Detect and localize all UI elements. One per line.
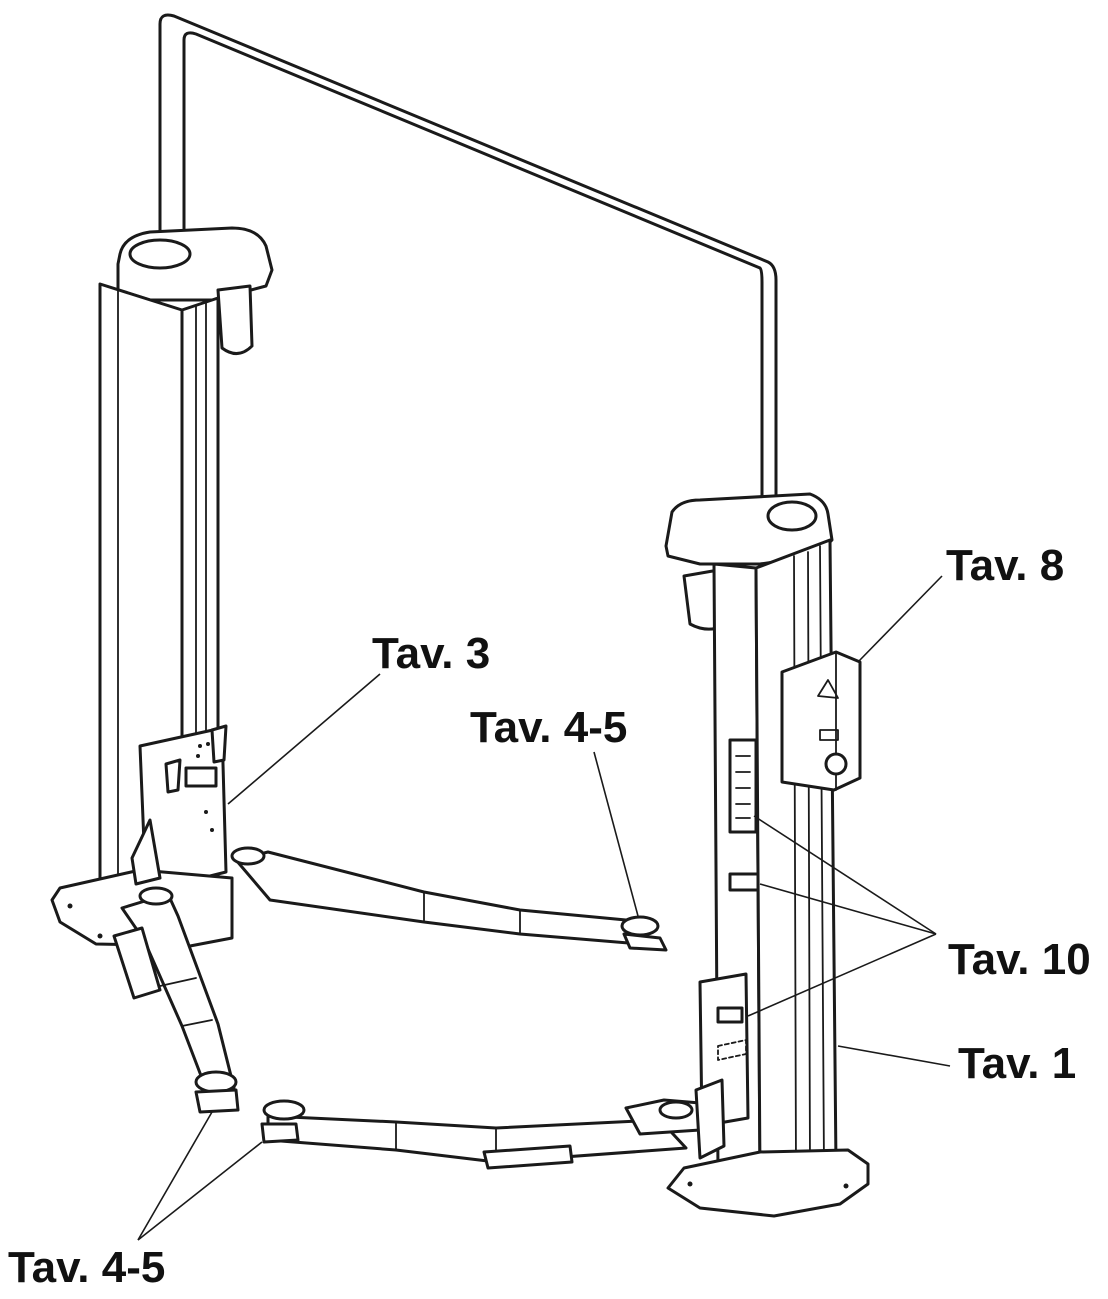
callout-tav-4-5-right: Tav. 4-5 <box>470 703 628 752</box>
callout-tav-1: Tav. 1 <box>958 1039 1077 1088</box>
callout-tav-4-5-bottom: Tav. 4-5 <box>8 1243 166 1292</box>
overhead-pipe <box>158 13 778 548</box>
leader-tav10-a <box>753 815 937 935</box>
callout-tav-8: Tav. 8 <box>946 541 1065 590</box>
right-front-arm <box>260 1078 726 1170</box>
leader-tav10-c <box>747 933 937 1017</box>
leader-tav3 <box>227 673 381 805</box>
left-rear-arm <box>230 846 668 952</box>
leader-tav45-right <box>593 751 639 917</box>
leader-lines <box>137 575 951 1241</box>
callout-tav-3: Tav. 3 <box>372 629 491 678</box>
leader-tav1 <box>837 1045 951 1067</box>
right-column <box>664 492 870 1218</box>
left-front-arm <box>112 818 240 1114</box>
leader-tav8 <box>857 575 943 663</box>
callout-tav-10: Tav. 10 <box>948 935 1091 984</box>
left-column <box>50 226 274 948</box>
leader-tav45-bottom-a <box>137 1111 213 1241</box>
leader-tav45-bottom-b <box>137 1141 263 1241</box>
leader-tav10-b <box>759 883 937 935</box>
